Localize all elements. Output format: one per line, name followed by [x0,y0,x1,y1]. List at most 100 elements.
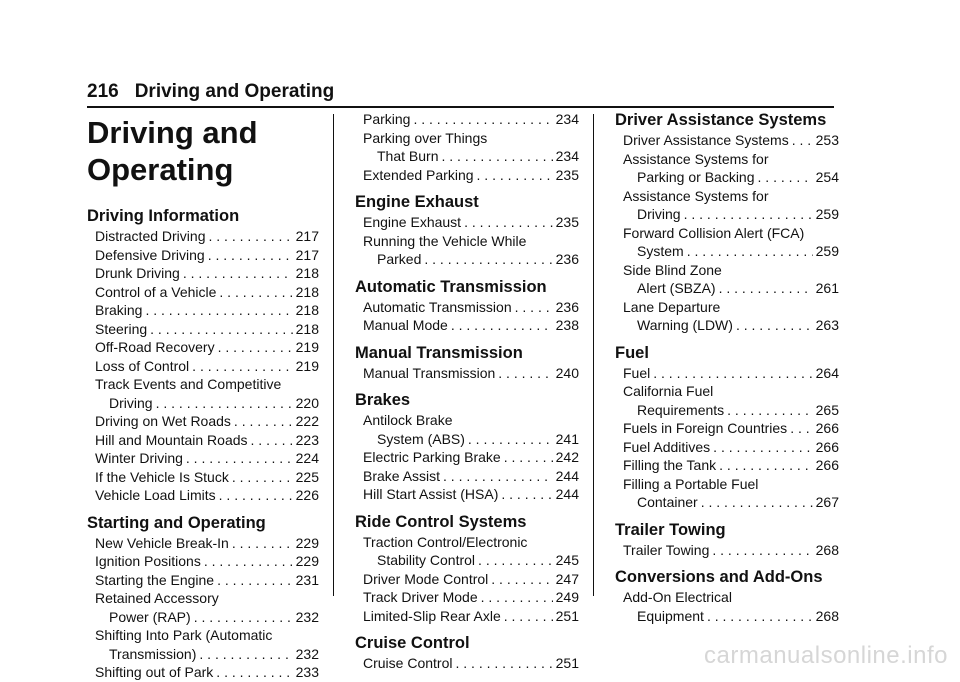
toc-entry-page: 225 [295,468,319,485]
toc-entry-page: 218 [295,302,319,318]
toc-entry-title: Driving [109,394,153,411]
toc-entry[interactable]: Automatic Transmission236 [355,298,579,317]
toc-entry[interactable]: Braking218 [87,301,319,320]
toc-entry[interactable]: Fuel264 [615,364,839,383]
toc-entry[interactable]: Brake Assist244 [355,467,579,486]
dot-leader [413,110,552,129]
toc-entry-title: Fuel Additives [623,438,711,455]
toc-entry-first-line[interactable]: Traction Control/Electronic [363,533,528,550]
column-divider-1 [333,114,334,596]
toc-entry[interactable]: Filling the Tank 266 [615,456,839,475]
toc-entry[interactable]: Parking or Backing254 [615,168,839,187]
toc-entry[interactable]: Parking234 [355,110,579,129]
toc-entry-first-line[interactable]: Filling a Portable Fuel [623,475,759,492]
dot-leader [504,448,553,467]
toc-entry-first-line[interactable]: Retained Accessory [95,590,219,606]
toc-entry[interactable]: Off-Road Recovery219 [87,338,319,357]
dot-leader [194,608,293,627]
toc-entry-page: 249 [555,589,579,605]
toc-entry[interactable]: Steering218 [87,320,319,339]
toc-entry[interactable]: Hill and Mountain Roads223 [87,431,319,450]
toc-entry-title: Manual Transmission [363,364,496,381]
toc-entry-first-line[interactable]: Side Blind Zone [623,261,722,278]
toc-entry[interactable]: Cruise Control251 [355,654,579,673]
toc-entry[interactable]: Manual Transmission 240 [355,364,579,383]
toc-entry[interactable]: System259 [615,242,839,261]
toc-entry-title: System (ABS) [377,430,465,447]
toc-entry-title: Engine Exhaust [363,214,462,230]
toc-entry[interactable]: Loss of Control219 [87,357,319,376]
toc-entry[interactable]: Manual Mode238 [355,316,579,335]
toc-entry[interactable]: Container267 [615,493,839,512]
toc-entry[interactable]: Defensive Driving217 [87,246,319,265]
toc-entry[interactable]: Equipment268 [615,607,839,626]
toc-entry-page: 266 [815,457,839,473]
toc-entry[interactable]: Driving259 [615,205,839,224]
toc-entry[interactable]: Shifting out of Park233 [87,663,319,682]
dot-leader [443,467,553,486]
toc-entry[interactable]: Stability Control245 [355,551,579,570]
toc-entry[interactable]: Driving220 [87,394,319,413]
toc-entry[interactable]: Ignition Positions229 [87,552,319,571]
toc-entry-first-line[interactable]: Shifting Into Park (Automatic [95,627,273,643]
toc-entry[interactable]: Limited-Slip Rear Axle251 [355,607,579,626]
toc-entry[interactable]: Winter Driving224 [87,449,319,468]
toc-entry[interactable]: Fuel Additives266 [615,438,839,457]
toc-entry-page: 254 [815,169,839,185]
toc-entry-title: Hill and Mountain Roads [95,431,248,448]
toc-entry-first-line[interactable]: Forward Collision Alert (FCA) [623,224,805,241]
toc-entry-title: If the Vehicle Is Stuck [95,468,229,485]
toc-entry[interactable]: Track Driver Mode249 [355,588,579,607]
toc-entry[interactable]: System (ABS)241 [355,430,579,449]
toc-entry-page: 235 [555,214,579,230]
toc-entry[interactable]: Fuels in Foreign Countries266 [615,419,839,438]
toc-entry[interactable]: Drunk Driving218 [87,264,319,283]
toc-entry-first-line[interactable]: Running the Vehicle While [363,232,527,249]
dot-leader [653,364,812,383]
toc-entry[interactable]: Driver Mode Control247 [355,570,579,589]
toc-entry[interactable]: Hill Start Assist (HSA)244 [355,485,579,504]
toc-entry[interactable]: Power (RAP)232 [87,608,319,627]
toc-entry[interactable]: Driver Assistance Systems253 [615,131,839,150]
toc-entry[interactable]: New Vehicle Break-In229 [87,534,319,553]
toc-entry[interactable]: Distracted Driving217 [87,227,319,246]
toc-entry[interactable]: Alert (SBZA)261 [615,279,839,298]
toc-entry-first-line[interactable]: Assistance Systems for [623,187,769,204]
toc-entry[interactable]: Warning (LDW)263 [615,316,839,335]
toc-entry[interactable]: That Burn234 [355,147,579,166]
toc-entry-first-line[interactable]: Lane Departure [623,298,721,315]
toc-entry[interactable]: Starting the Engine231 [87,571,319,590]
toc-section-heading: Cruise Control [355,634,470,652]
toc-entry[interactable]: Parked236 [355,250,579,269]
toc-entry[interactable]: Driving on Wet Roads222 [87,412,319,431]
toc-entry-page: 217 [295,228,319,244]
toc-entry[interactable]: If the Vehicle Is Stuck 225 [87,468,319,487]
toc-entry[interactable]: Requirements265 [615,401,839,420]
toc-entry-first-line[interactable]: California Fuel [623,383,714,399]
dot-leader [251,431,293,450]
dot-leader [713,438,812,457]
toc-entry-page: 240 [555,364,579,381]
toc-entry[interactable]: Extended Parking235 [355,166,579,185]
toc-entry-first-line[interactable]: Add-On Electrical [623,589,732,605]
toc-entry-page: 251 [555,655,579,671]
toc-entry-page: 222 [295,413,319,429]
toc-entry[interactable]: Electric Parking Brake242 [355,448,579,467]
toc-entry-first-line[interactable]: Assistance Systems for [623,150,769,167]
toc-entry-page: 217 [295,246,319,263]
dot-leader [218,338,293,357]
toc-entry-page: 251 [555,607,579,624]
toc-entry-first-line[interactable]: Parking over Things [363,129,488,146]
toc-entry-title: Filling the Tank [623,457,717,473]
toc-entry-first-line[interactable]: Track Events and Competitive [95,376,282,392]
toc-entry-page: 247 [555,570,579,587]
toc-entry[interactable]: Engine Exhaust 235 [355,213,579,232]
toc-entry-page: 233 [295,664,319,680]
toc-entry[interactable]: Vehicle Load Limits226 [87,486,319,505]
toc-entry[interactable]: Trailer Towing268 [615,541,839,560]
dot-leader [217,571,293,590]
toc-entry[interactable]: Transmission)232 [87,645,319,664]
toc-entry-first-line[interactable]: Antilock Brake [363,412,453,428]
toc-entry-page: 235 [555,166,579,183]
toc-entry[interactable]: Control of a Vehicle218 [87,283,319,302]
